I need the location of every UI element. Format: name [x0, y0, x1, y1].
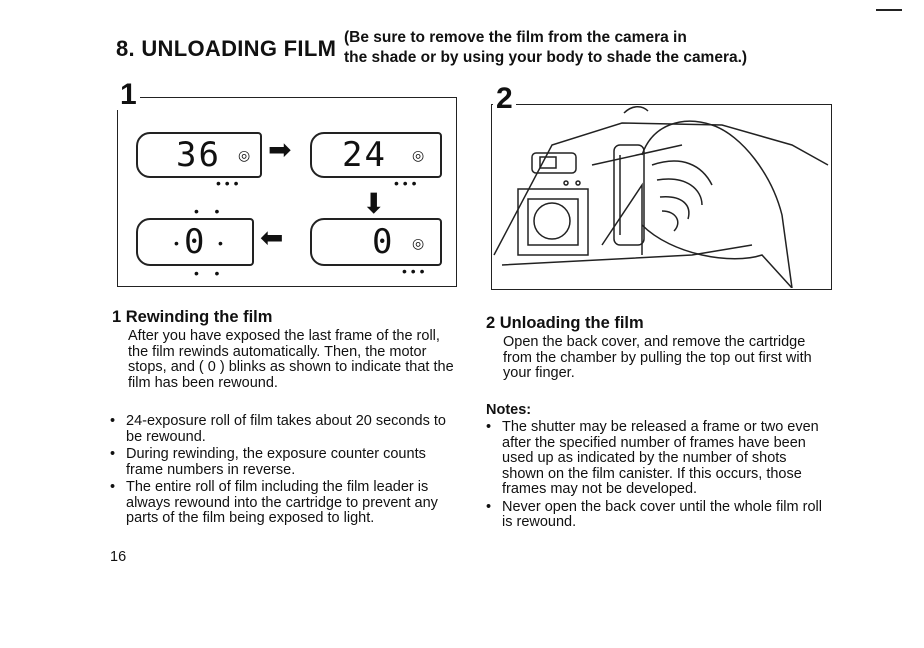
blink-dots-icon: • • •	[394, 175, 417, 191]
film-cartridge-icon: ◎	[412, 147, 425, 163]
lcd-digits-initial: 36	[176, 135, 221, 175]
blink-dots-icon: • •	[194, 203, 220, 219]
camera-hand-illustration	[493, 106, 829, 289]
figure-1-step-number: 1	[117, 80, 140, 110]
page-corner-mark	[876, 9, 902, 11]
lcd-display-blinking: 0 • •	[136, 218, 254, 266]
section-1-heading: 1 Rewinding the film	[112, 308, 273, 326]
figure-2-camera-illustration	[491, 104, 832, 290]
blink-dots-icon: • •	[194, 265, 220, 281]
lcd-display-mid: 24 ◎	[310, 132, 442, 178]
notes-bullet-list: The shutter may be released a frame or t…	[486, 419, 828, 533]
list-item: Never open the back cover until the whol…	[486, 499, 828, 531]
title-note-line-1: (Be sure to remove the film from the cam…	[344, 29, 687, 46]
arrow-down-icon: ⬇	[362, 188, 386, 219]
figure-2-step-number: 2	[493, 84, 516, 114]
section-2-paragraph: Open the back cover, and remove the cart…	[503, 334, 812, 381]
list-item: 24-exposure roll of film takes about 20 …	[110, 413, 458, 445]
notes-title: Notes:	[486, 402, 532, 418]
section-1-bullet-list: 24-exposure roll of film takes about 20 …	[110, 413, 458, 529]
blink-dots-icon: • • •	[216, 175, 239, 191]
list-item: During rewinding, the exposure counter c…	[110, 446, 458, 478]
list-item: The entire roll of film including the fi…	[110, 479, 458, 527]
lcd-digits-mid: 24	[342, 135, 387, 175]
blink-dots-icon: •	[218, 235, 223, 251]
lcd-display-initial: 36 ◎	[136, 132, 262, 178]
title-note-line-2: the shade or by using your body to shade…	[344, 49, 748, 66]
lcd-digits-blinking: 0	[184, 222, 207, 262]
lcd-digits-end: 0	[372, 222, 395, 262]
page-title: 8. UNLOADING FILM	[116, 36, 337, 61]
blink-dots-icon: • • •	[402, 263, 425, 279]
section-1-paragraph: After you have exposed the last frame of…	[128, 328, 454, 391]
figure-1-counter-displays: 36 ◎ • • • ➡ 24 ◎ • • • ⬇ • • 0 • • • • …	[117, 97, 457, 287]
arrow-right-icon: ➡	[268, 134, 292, 165]
list-item: The shutter may be released a frame or t…	[486, 419, 828, 498]
arrow-left-icon: ⬅	[260, 222, 284, 253]
section-2-heading: 2 Unloading the film	[486, 314, 644, 332]
lcd-display-end: 0 ◎	[310, 218, 442, 266]
film-cartridge-icon: ◎	[412, 235, 425, 251]
page-number: 16	[110, 549, 127, 565]
film-cartridge-icon: ◎	[238, 147, 251, 163]
blink-dots-icon: •	[174, 235, 179, 251]
